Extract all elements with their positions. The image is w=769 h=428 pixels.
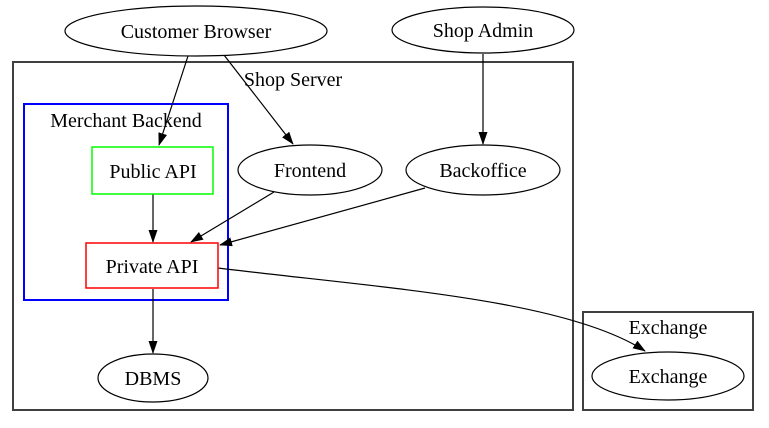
edge-customer-browser-to-frontend: [223, 54, 294, 145]
frontend-label: Frontend: [274, 160, 346, 182]
backoffice-node: [405, 144, 561, 196]
private-api-label: Private API: [106, 256, 199, 278]
exchange-cluster-label: Exchange: [629, 317, 708, 339]
customer-browser-node: [64, 5, 328, 57]
frontend-node: [237, 144, 383, 196]
exchange-node: [591, 351, 745, 401]
backoffice-label: Backoffice: [439, 160, 526, 182]
customer-browser-label: Customer Browser: [121, 21, 272, 43]
private-api-node: [85, 242, 219, 289]
merchant-backend-cluster-label: Merchant Backend: [50, 110, 202, 132]
edge-frontend-to-private-api: [190, 191, 275, 243]
edge-customer-browser-to-public-api: [158, 55, 189, 146]
shop-admin-node: [391, 6, 575, 54]
edge-private-api-to-exchange: [217, 267, 646, 352]
dbms-node: [97, 353, 209, 403]
shop-admin-label: Shop Admin: [433, 20, 534, 42]
exchange-node-label: Exchange: [629, 366, 708, 388]
dbms-label: DBMS: [125, 368, 182, 390]
edge-backoffice-to-private-api: [219, 187, 426, 247]
public-api-label: Public API: [109, 161, 196, 183]
shop-server-cluster-label: Shop Server: [244, 69, 343, 91]
public-api-node: [91, 146, 214, 195]
